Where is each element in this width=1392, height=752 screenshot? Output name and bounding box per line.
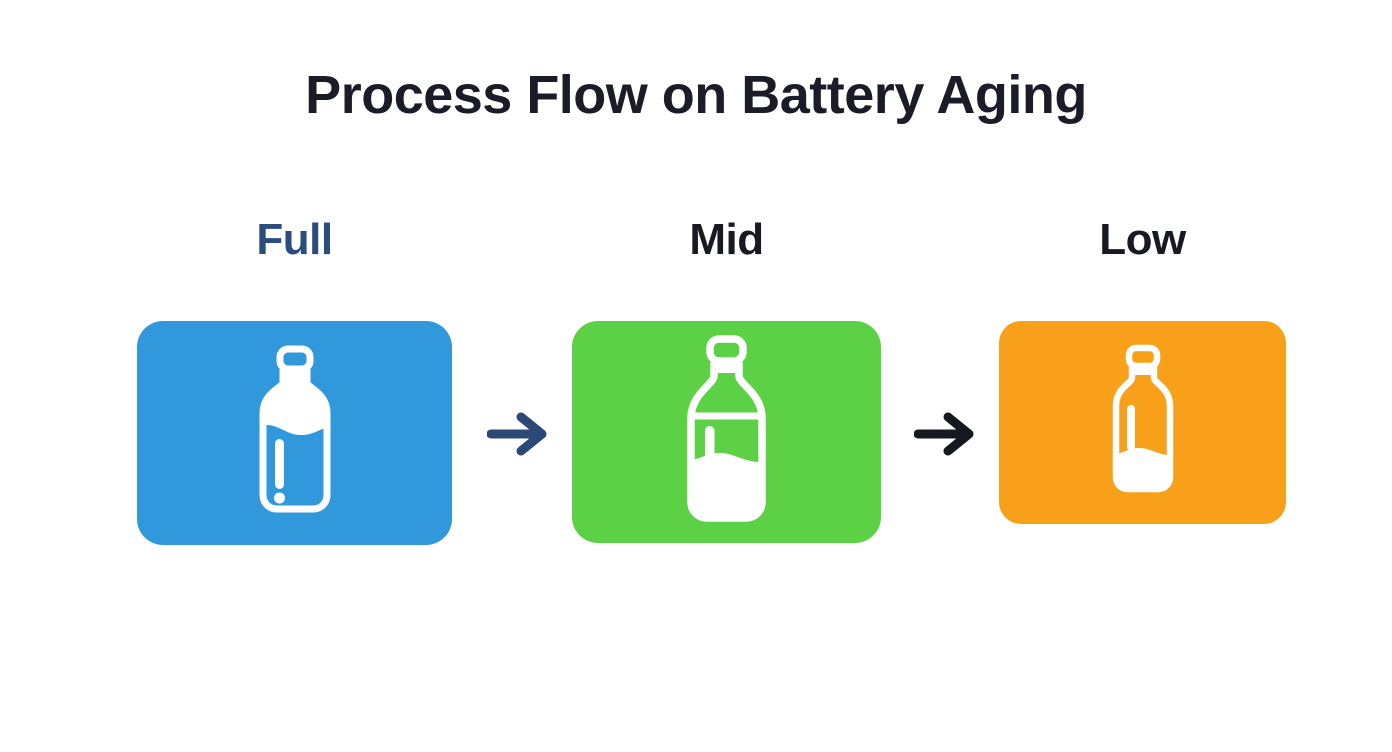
flow-step-full[interactable]: Full — [137, 218, 452, 545]
bottle-liquid-full — [262, 373, 327, 435]
page-title: Process Flow on Battery Aging — [305, 65, 1087, 125]
bottle-full-icon — [259, 345, 330, 513]
step-label-full: Full — [256, 215, 333, 264]
step-label-low: Low — [1099, 215, 1186, 264]
bottle-cap — [706, 335, 747, 365]
bottle-highlight-dot — [273, 492, 285, 504]
flow-step-mid[interactable]: Mid — [572, 218, 881, 543]
bottle-cap — [1125, 344, 1160, 369]
bottle-highlight-stripe — [274, 439, 284, 489]
arrow-right-icon — [487, 412, 547, 456]
step-label-mid: Mid — [689, 215, 764, 264]
bottle-highlight-stripe — [705, 426, 715, 464]
arrow-right-icon — [914, 412, 974, 456]
bottle-low-icon — [1112, 344, 1173, 492]
bottle-liquid-mid — [691, 452, 762, 518]
process-flow: Full — [0, 218, 1392, 558]
step-card-low[interactable] — [999, 321, 1286, 524]
step-card-full[interactable] — [137, 321, 452, 545]
bottle-cap — [276, 345, 313, 373]
bottle-highlight-stripe — [1126, 404, 1135, 451]
flow-connector-2 — [914, 405, 976, 463]
flow-step-low[interactable]: Low — [999, 218, 1286, 524]
flow-connector-1 — [487, 405, 549, 463]
bottle-mid-icon — [687, 335, 766, 522]
step-card-mid[interactable] — [572, 321, 881, 543]
bottle-liquid-low — [1115, 447, 1170, 489]
